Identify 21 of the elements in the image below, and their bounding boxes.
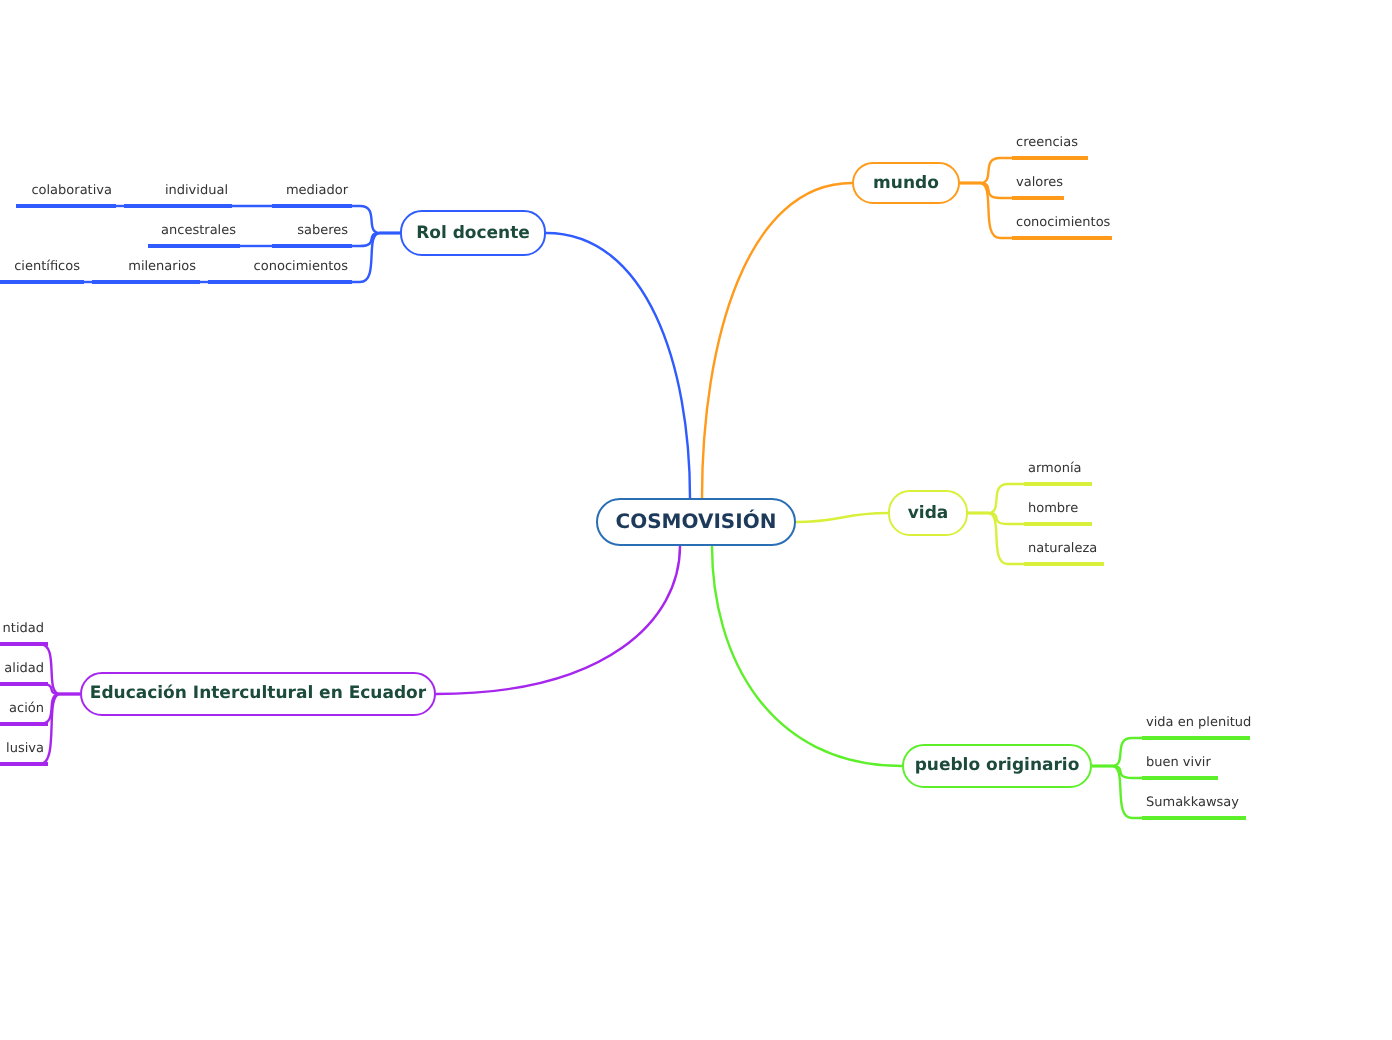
main-topic: Educación Intercultural en Ecuador bbox=[80, 672, 436, 716]
connector bbox=[960, 181, 1012, 240]
connector bbox=[700, 181, 853, 499]
connector bbox=[232, 204, 272, 208]
connector bbox=[38, 692, 80, 766]
connector bbox=[435, 545, 682, 696]
main-topic: Rol docente bbox=[400, 210, 546, 256]
main-topic: vida bbox=[888, 490, 968, 536]
connector bbox=[545, 231, 692, 499]
main-topic: mundo bbox=[852, 162, 960, 204]
connector bbox=[968, 511, 1024, 566]
connector bbox=[84, 280, 92, 284]
central-topic: COSMOVISIÓN bbox=[596, 498, 796, 546]
connector bbox=[240, 244, 272, 248]
connector bbox=[352, 231, 400, 284]
connector bbox=[116, 204, 124, 208]
connector bbox=[795, 511, 889, 524]
connector bbox=[710, 545, 903, 768]
connector bbox=[1092, 764, 1142, 820]
connector bbox=[200, 280, 208, 284]
main-topic: pueblo originario bbox=[902, 744, 1092, 788]
